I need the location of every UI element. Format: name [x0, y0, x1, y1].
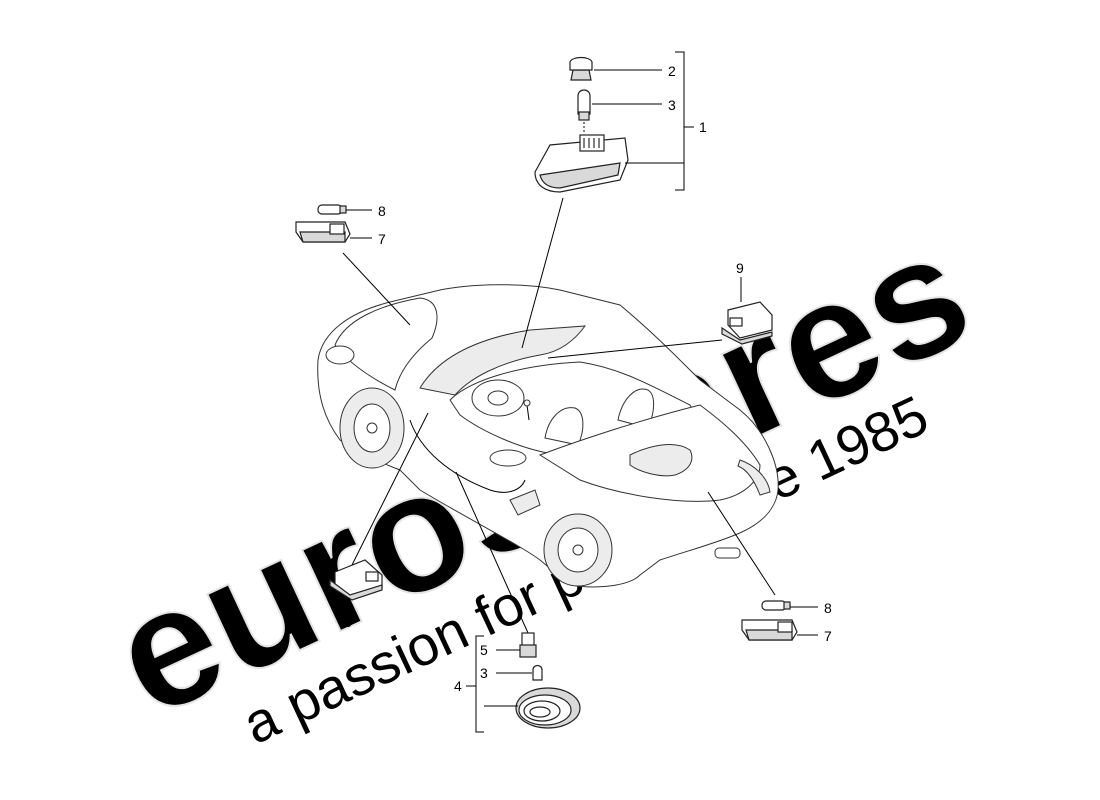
bracket-4	[475, 635, 484, 733]
bracket-1	[675, 51, 685, 191]
callout-5: 5	[480, 642, 488, 658]
callout-8-left: 8	[378, 203, 386, 219]
part-lamp-bulb-right	[761, 600, 791, 611]
car-illustration	[317, 284, 779, 588]
callout-7-left: 7	[378, 231, 386, 247]
callout-3-bottom: 3	[480, 665, 488, 681]
part-overhead-bulb	[577, 89, 591, 132]
callout-9: 9	[736, 260, 744, 276]
callout-6: 6	[344, 614, 352, 630]
car-headlight	[325, 345, 355, 365]
car-door-handle	[489, 449, 527, 467]
callout-1: 1	[699, 119, 707, 135]
callout-3-top: 3	[668, 97, 676, 113]
callout-4: 4	[454, 678, 462, 694]
part-lamp-housing-left	[295, 221, 351, 243]
car-side-intake	[509, 489, 541, 516]
callout-2: 2	[668, 63, 676, 79]
part-glovebox-light	[721, 301, 773, 345]
car-exhaust	[714, 547, 741, 559]
callout-7-right: 7	[824, 628, 832, 644]
part-door-light-bulb	[532, 664, 543, 681]
part-lamp-bulb-left	[317, 204, 347, 215]
car-windshield	[419, 325, 587, 396]
car-engine-cover	[629, 444, 693, 477]
part-footwell-light	[329, 559, 383, 601]
part-door-light-socket	[519, 632, 537, 658]
part-overhead-light-cap	[569, 56, 593, 81]
part-overhead-light-housing	[534, 134, 629, 193]
part-lamp-housing-right	[741, 619, 798, 641]
car-hood	[334, 297, 438, 391]
car-seat-left	[544, 407, 584, 446]
leader-lines	[342, 197, 776, 634]
part-door-light-lens	[515, 687, 581, 729]
callout-8-right: 8	[824, 600, 832, 616]
